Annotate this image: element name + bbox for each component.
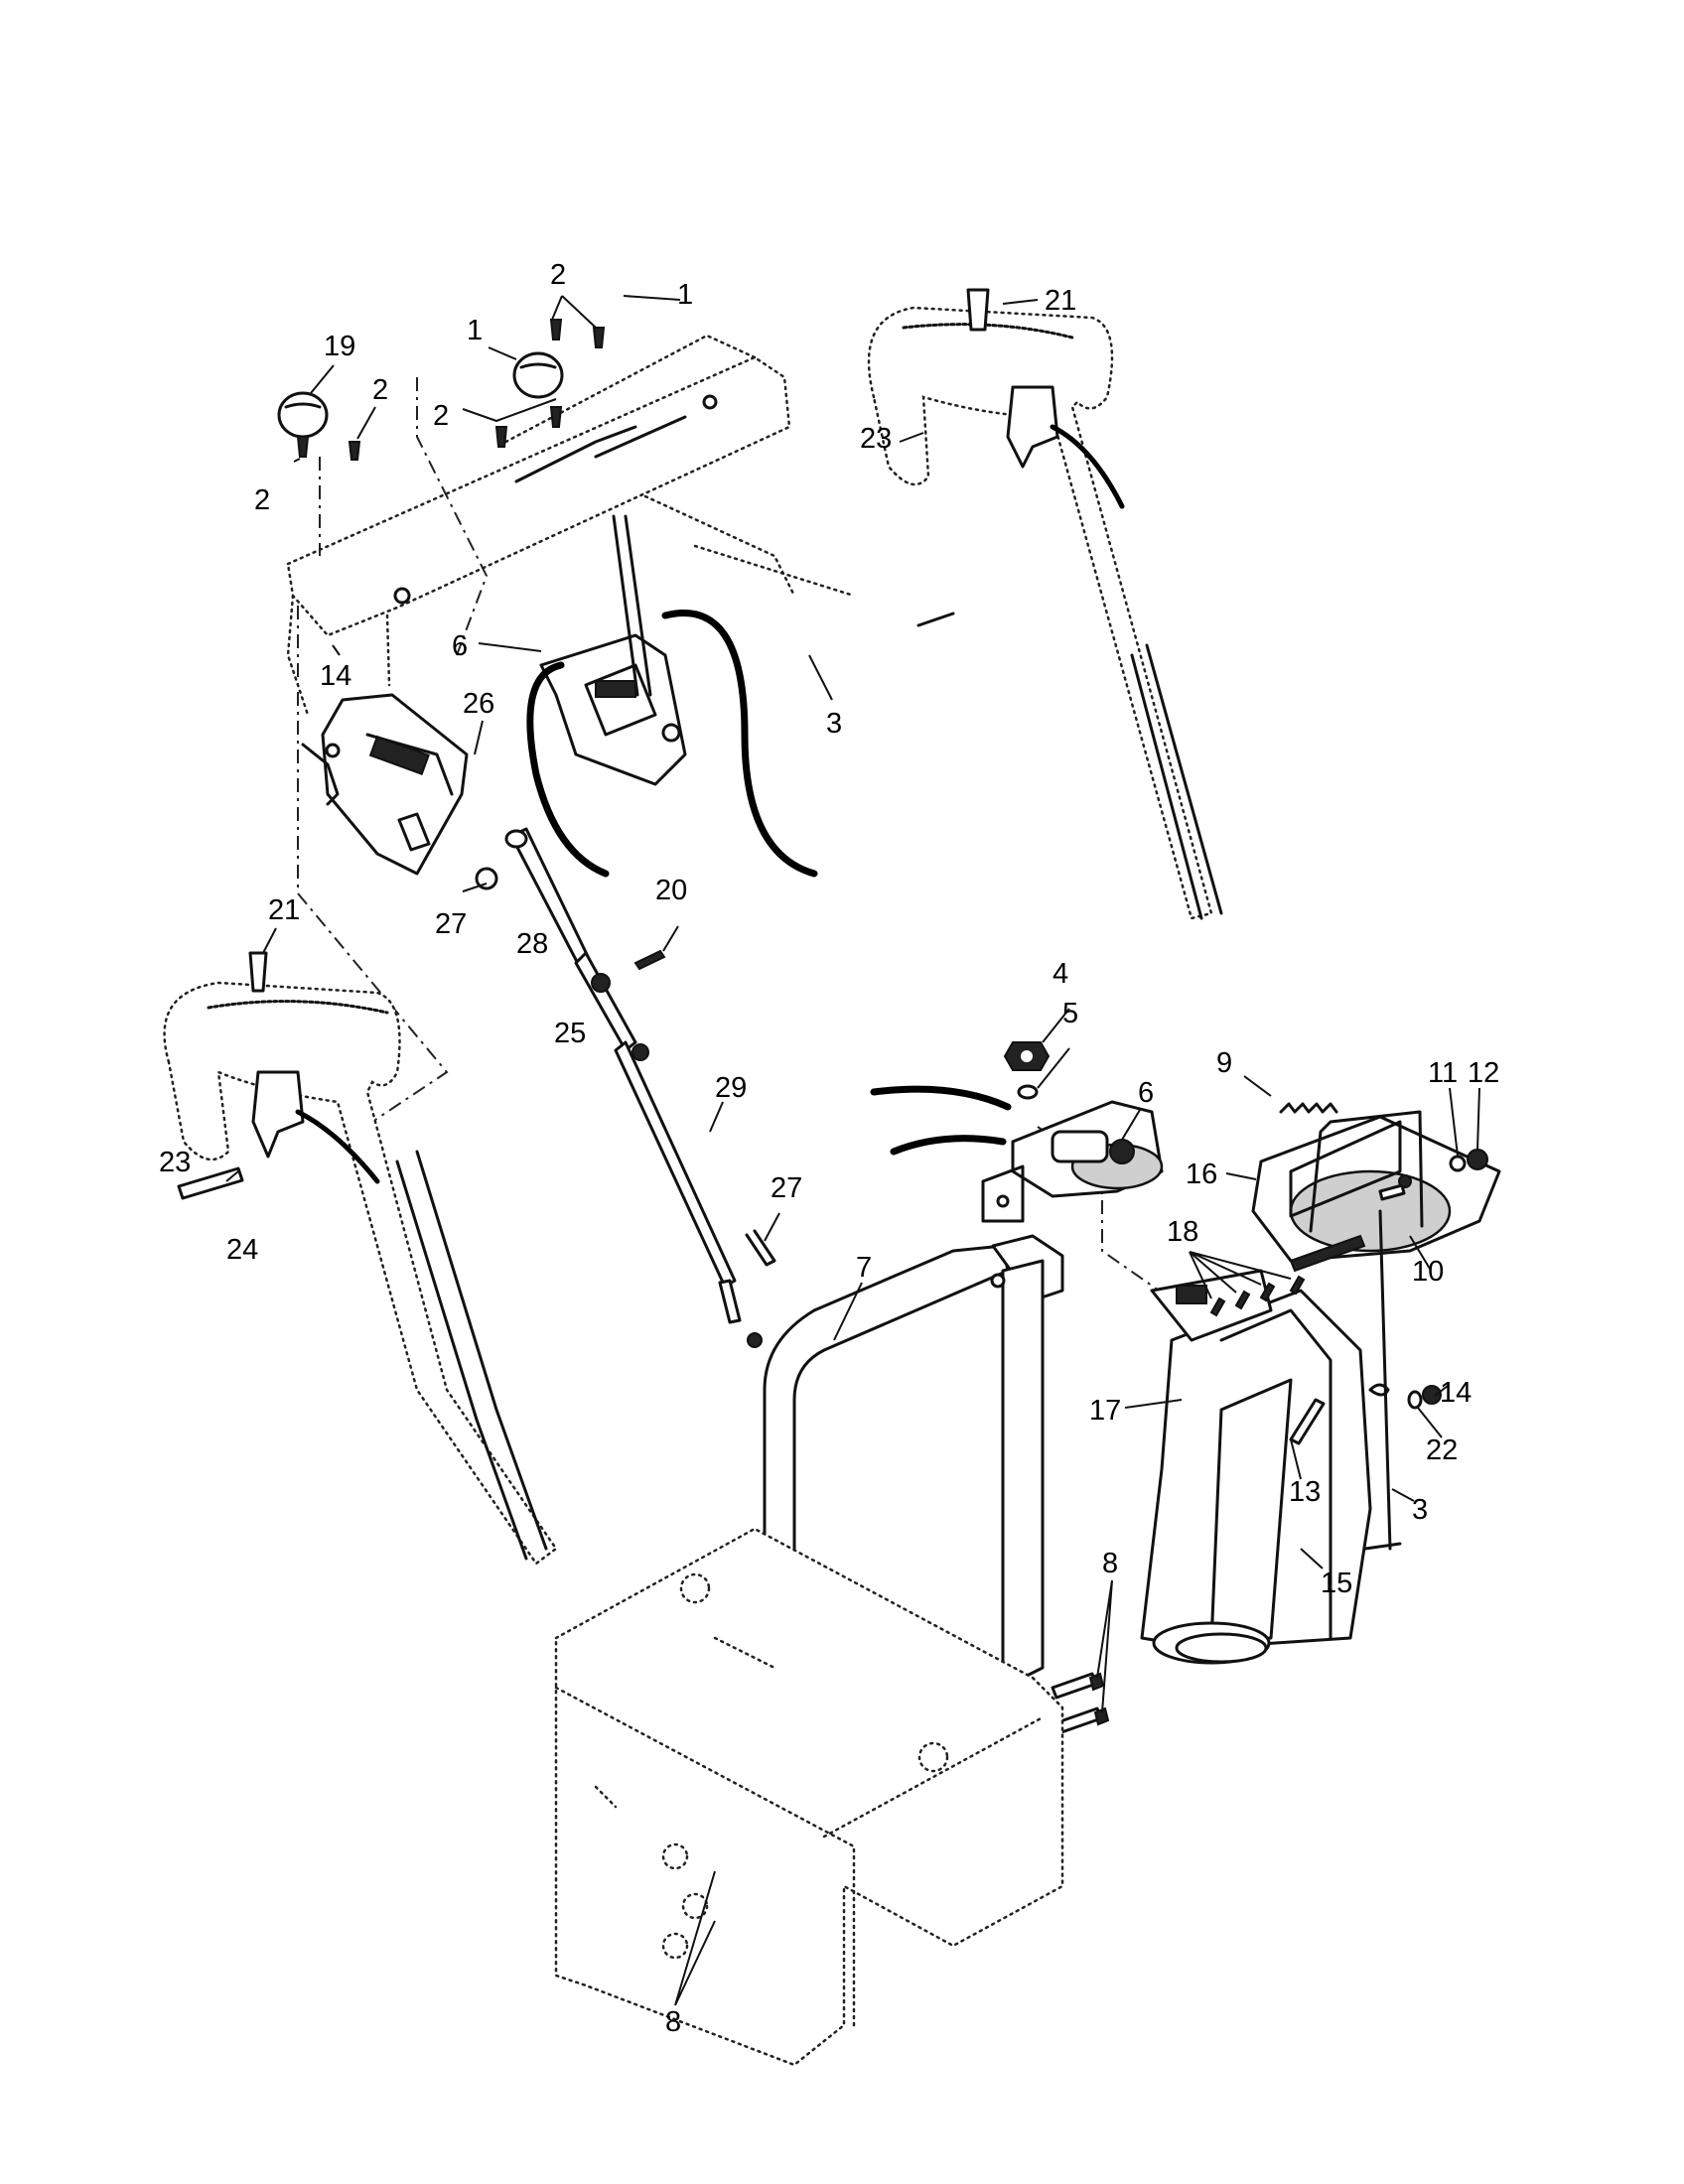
chute-body-15 bbox=[1140, 1234, 1372, 1665]
callout: 14 bbox=[320, 660, 351, 692]
callout: 2 bbox=[254, 484, 270, 516]
callout: 18 bbox=[1167, 1216, 1198, 1248]
cotter-pin-lower bbox=[745, 1229, 776, 1267]
chute-control-head bbox=[981, 1100, 1164, 1223]
callout: 3 bbox=[826, 708, 842, 740]
cable-clip bbox=[1368, 1383, 1390, 1397]
callout: 10 bbox=[1412, 1256, 1444, 1288]
auger-housing bbox=[554, 1527, 1064, 2067]
bolts-18 bbox=[1209, 1275, 1306, 1317]
callout: 25 bbox=[554, 1018, 586, 1049]
knob-center bbox=[512, 351, 564, 399]
callout: 16 bbox=[1186, 1159, 1217, 1190]
callout-labels: 2 1 21 19 1 2 2 23 2 6 14 26 3 27 21 20 … bbox=[159, 259, 1499, 2038]
cable-end-3 bbox=[1363, 1209, 1402, 1551]
chute-bolt-13 bbox=[1289, 1398, 1326, 1445]
washer-11 bbox=[1449, 1155, 1467, 1172]
callout: 8 bbox=[1102, 1548, 1118, 1579]
cable-upper-right bbox=[661, 610, 818, 878]
callout: 26 bbox=[463, 688, 494, 720]
callout: 5 bbox=[1062, 998, 1078, 1029]
cable-lower-top bbox=[870, 1085, 1012, 1111]
callout: 1 bbox=[467, 315, 483, 346]
handle-bolt-top bbox=[966, 288, 990, 332]
cable-upper-left bbox=[526, 661, 610, 878]
callout: 1 bbox=[677, 279, 693, 311]
callout: 2 bbox=[550, 259, 566, 291]
lock-nut-4 bbox=[1003, 1041, 1051, 1071]
knob-left bbox=[277, 391, 329, 458]
callout: 29 bbox=[715, 1072, 747, 1104]
washer-22 bbox=[1407, 1390, 1423, 1410]
callout: 21 bbox=[268, 894, 300, 926]
handle-left bbox=[163, 981, 558, 1566]
callout: 12 bbox=[1468, 1057, 1499, 1089]
callout: 24 bbox=[226, 1234, 258, 1266]
leader-lines bbox=[225, 295, 1480, 2006]
callout: 28 bbox=[516, 928, 548, 960]
callout: 2 bbox=[433, 400, 449, 432]
callout: 23 bbox=[860, 423, 892, 455]
callout: 8 bbox=[665, 2006, 681, 2038]
crank-bracket-26 bbox=[301, 693, 498, 890]
chute-crank-bracket-upper bbox=[539, 514, 687, 786]
spring-9 bbox=[1279, 1102, 1338, 1114]
callout: 19 bbox=[324, 331, 355, 362]
nut-12 bbox=[1467, 1149, 1488, 1170]
chute-crank-rod bbox=[504, 827, 763, 1348]
chute-deflector-16 bbox=[1251, 1110, 1501, 1263]
handle-right bbox=[867, 306, 1223, 920]
washer-5 bbox=[1017, 1084, 1039, 1100]
callout: 13 bbox=[1289, 1476, 1321, 1508]
callout: 11 bbox=[1428, 1057, 1458, 1089]
callout: 27 bbox=[771, 1172, 802, 1204]
callout: 14 bbox=[1440, 1377, 1472, 1409]
assembly-line-left bbox=[297, 377, 489, 1134]
callout: 9 bbox=[1216, 1047, 1232, 1079]
callout: 6 bbox=[452, 630, 468, 662]
cable-stub bbox=[916, 612, 955, 627]
callout: 6 bbox=[1138, 1077, 1154, 1109]
callout: 23 bbox=[159, 1147, 191, 1178]
callout: 4 bbox=[1052, 958, 1068, 990]
handle-bolt-left bbox=[248, 951, 268, 993]
callout: 2 bbox=[372, 374, 388, 406]
cable-lower-bottom bbox=[890, 1135, 1007, 1156]
screws-2 bbox=[348, 319, 606, 461]
callout: 15 bbox=[1321, 1568, 1352, 1599]
callout: 22 bbox=[1426, 1434, 1458, 1466]
nut-14-right bbox=[1422, 1385, 1442, 1405]
callout: 7 bbox=[856, 1252, 872, 1284]
callout: 20 bbox=[655, 875, 687, 906]
callout: 17 bbox=[1089, 1395, 1121, 1427]
callout: 27 bbox=[435, 908, 467, 940]
control-panel bbox=[286, 334, 856, 717]
callout: 3 bbox=[1412, 1494, 1428, 1526]
callout: 21 bbox=[1045, 285, 1076, 317]
